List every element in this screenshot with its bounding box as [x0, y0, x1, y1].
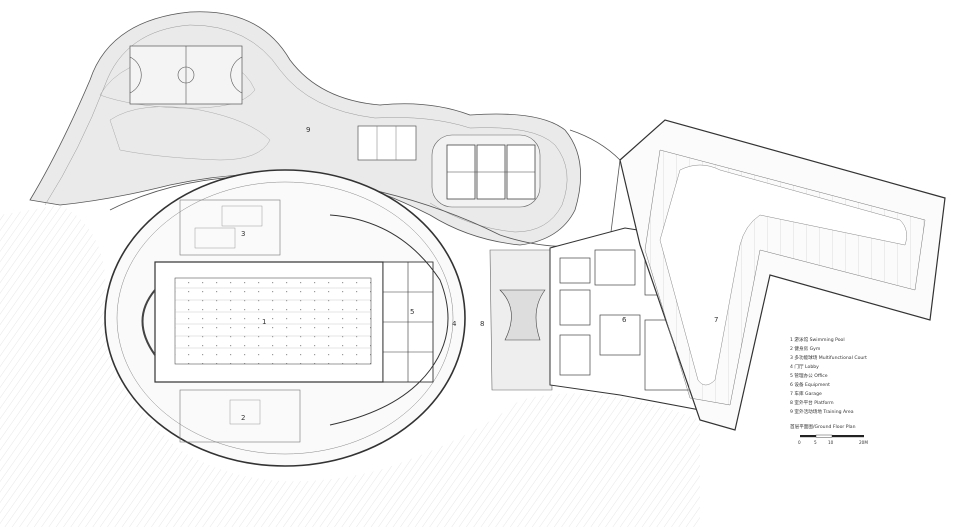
- lobby-wall: [329, 214, 449, 426]
- legend-item: 3 多功能球场 Multifunctional Court: [790, 354, 867, 361]
- training-area-contour: [44, 24, 568, 233]
- legend-item: 2 健身房 Gym: [790, 345, 821, 352]
- scale-tick: 5: [814, 440, 817, 445]
- area-label-9: 9: [306, 126, 310, 134]
- area-label-1: 1: [262, 318, 266, 326]
- area-label-2: 2: [241, 414, 245, 422]
- legend: 1 游泳馆 Swimming Pool 2 健身房 Gym 3 多功能球场 Mu…: [790, 336, 868, 445]
- area-label-4: 4: [452, 320, 457, 328]
- terrain-hatch: [0, 205, 700, 527]
- legend-item: 9 室外活动场地 Training Area: [790, 408, 854, 415]
- badminton-courts: [431, 134, 541, 208]
- spectator-seating: [141, 289, 156, 356]
- legend-item: 5 管理办公 Office: [790, 372, 828, 379]
- multifunctional-court: [179, 199, 281, 256]
- area-label-5: 5: [410, 308, 414, 316]
- legend-item: 6 设备 Equipment: [790, 381, 830, 388]
- garage: [619, 119, 946, 431]
- basketball-court: [129, 45, 243, 105]
- legend-item: 1 游泳馆 Swimming Pool: [790, 336, 845, 343]
- scale-bar: 0 5 10 20M: [798, 434, 868, 445]
- area-label-7: 7: [714, 316, 718, 324]
- scale-tick: 10: [828, 440, 834, 445]
- tennis-court-small: [357, 125, 417, 161]
- area-label-3: 3: [241, 230, 245, 238]
- scale-tick: 20M: [859, 440, 868, 445]
- area-label-8: 8: [480, 320, 484, 328]
- area-label-6: 6: [622, 316, 627, 324]
- legend-item: 8 室外平台 Platform: [790, 399, 834, 406]
- plan-title: 首层平面图/Ground Floor Plan: [790, 423, 856, 430]
- building-inner-outline: [116, 181, 454, 455]
- legend-item: 4 门厅 Lobby: [790, 363, 819, 370]
- gym: [179, 389, 301, 443]
- scale-tick: 0: [798, 440, 801, 445]
- legend-item: 7 车库 Garage: [790, 390, 822, 397]
- swimming-pool: [154, 261, 384, 383]
- training-area-contour: [109, 106, 271, 161]
- outdoor-platform: [489, 249, 553, 391]
- office-rooms: [382, 261, 434, 383]
